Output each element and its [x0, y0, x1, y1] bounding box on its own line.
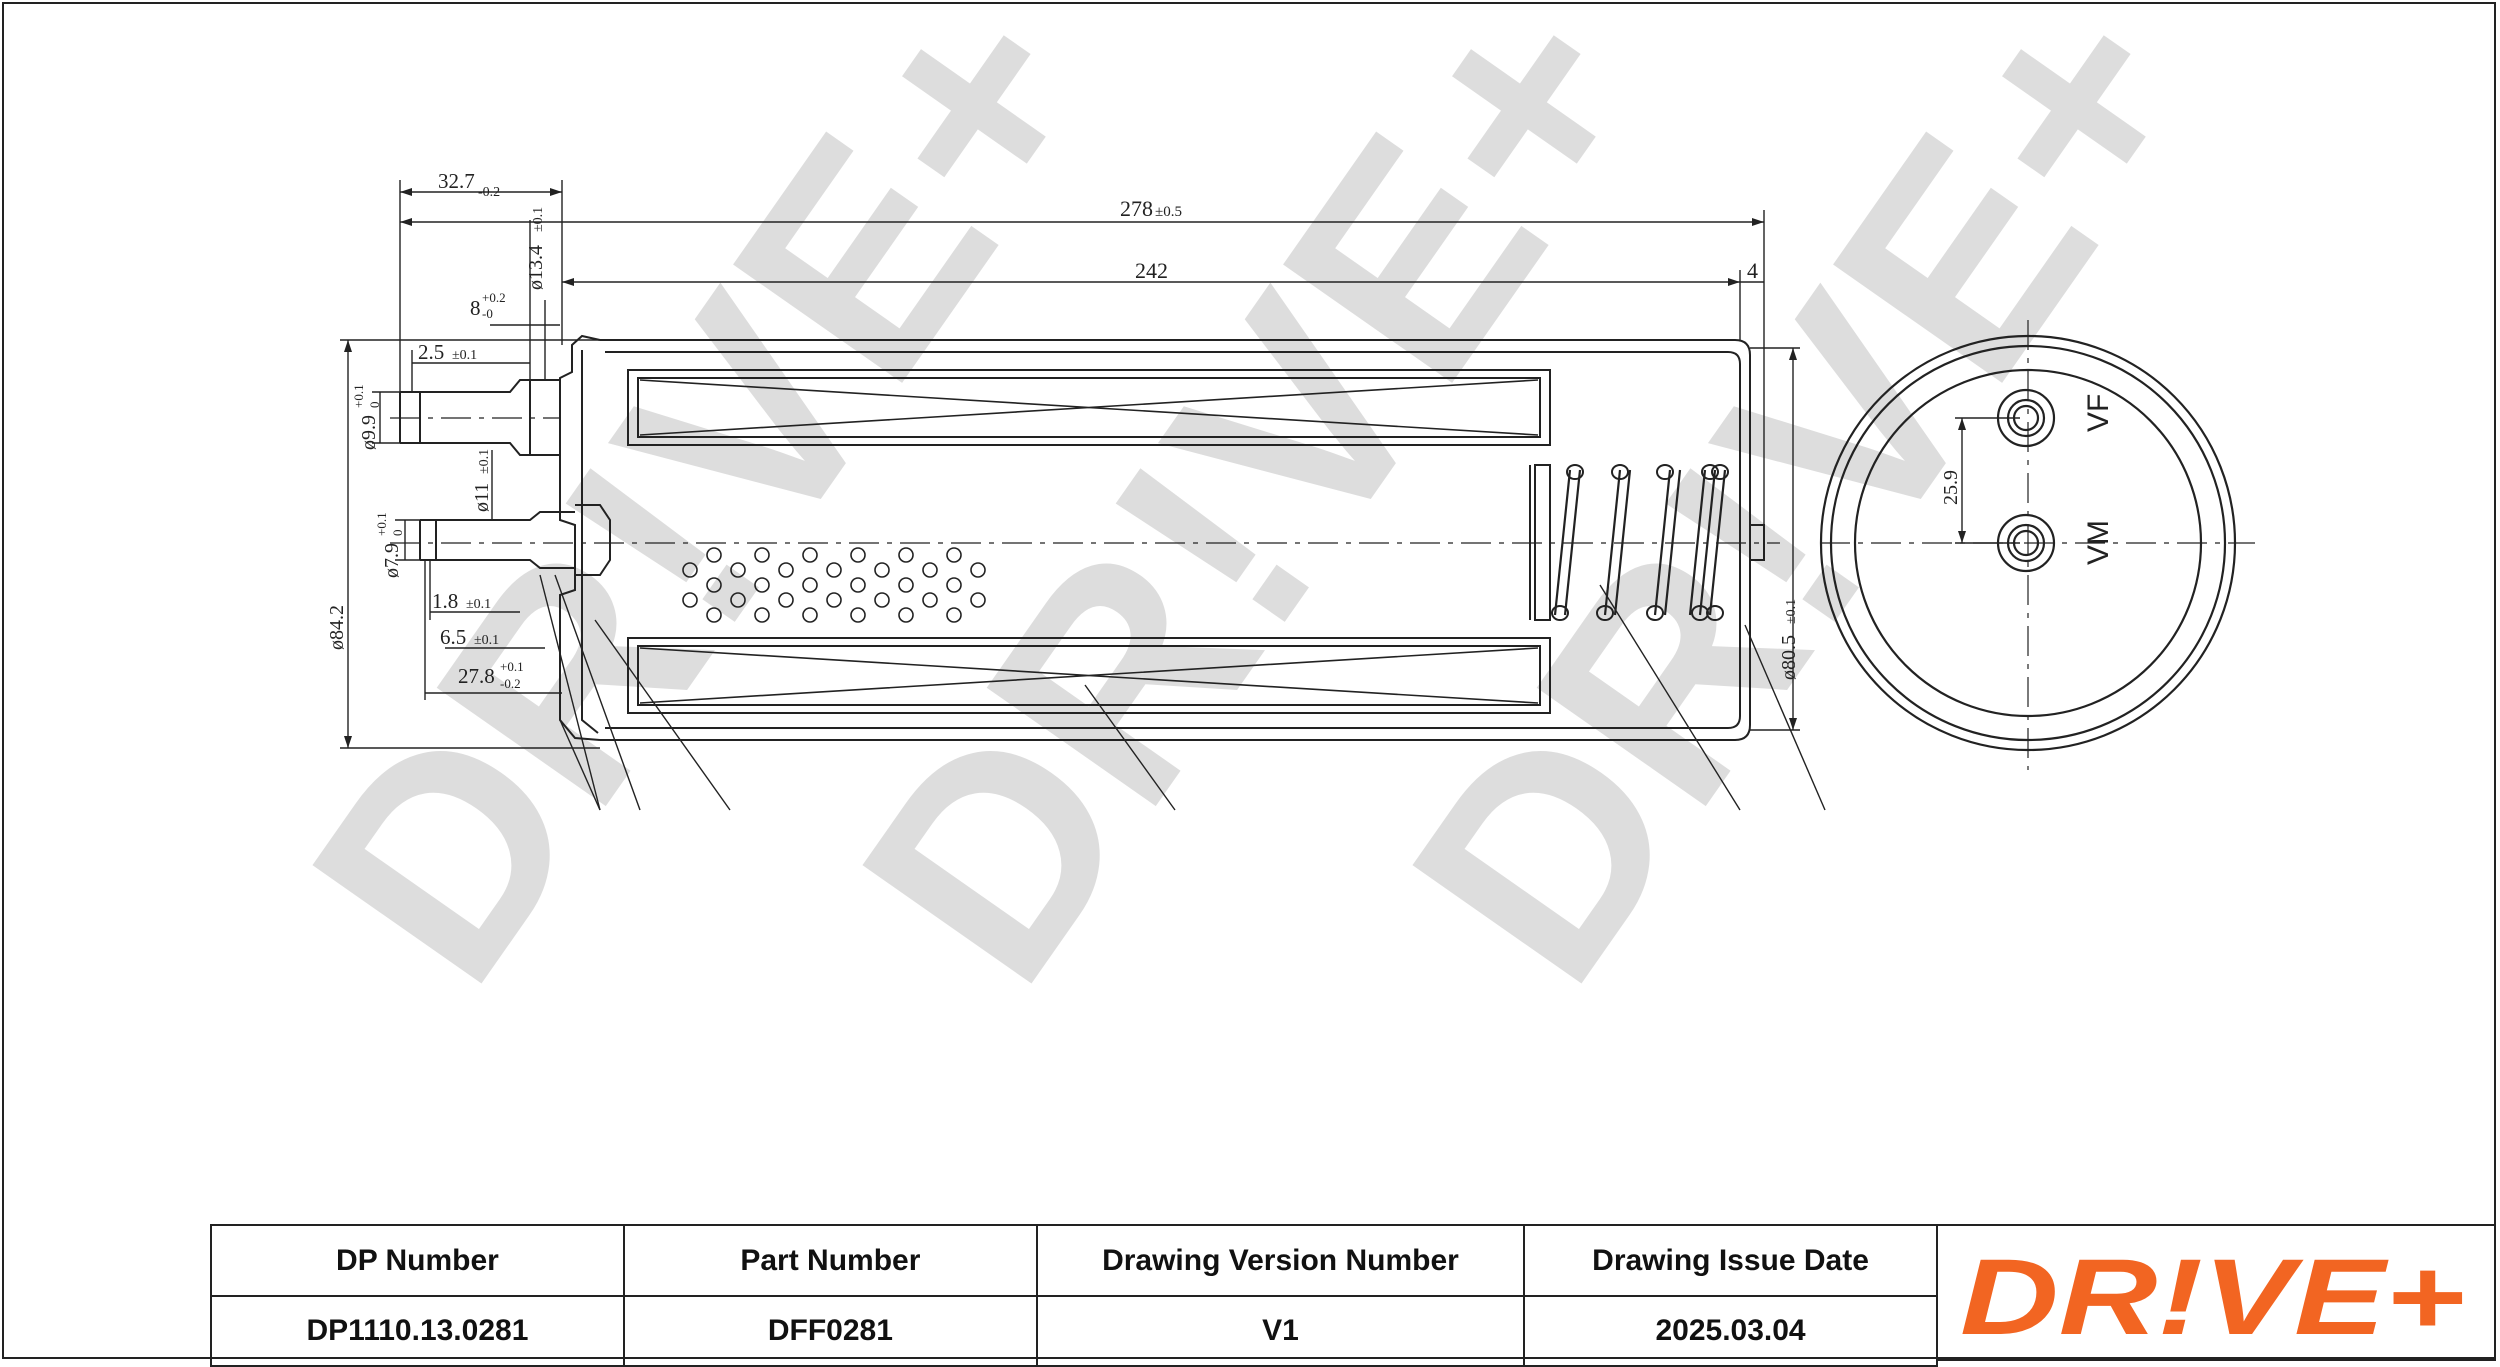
port-vf-circle: [1996, 388, 2056, 448]
dim-1-8: 1.8: [432, 589, 458, 613]
title-block-table: DP Number Part Number Drawing Version Nu…: [210, 1224, 1938, 1367]
left-cap: [559, 334, 601, 741]
dim-d13-4-tol: ±0.1: [531, 207, 546, 232]
dim-278-tol: ±0.5: [1155, 204, 1182, 220]
dim-d11: ø11: [471, 483, 493, 512]
value-dp-number: DP1110.13.0281: [210, 1295, 625, 1367]
header-dp-number: DP Number: [210, 1224, 625, 1297]
port-vm-circle: [1996, 513, 2056, 573]
dim-8-tol-upper: +0.2: [482, 290, 506, 305]
dim-6-5-tol: ±0.1: [474, 633, 499, 648]
drive-logo: DR!VE+: [1960, 1236, 2465, 1357]
dim-2-5: 2.5: [418, 340, 444, 364]
label-vm: VM: [2082, 520, 2115, 565]
value-issue-date: 2025.03.04: [1523, 1295, 1938, 1367]
end-view: [1819, 334, 2237, 752]
dim-8: 8: [470, 296, 481, 320]
dim-1-8-tol: ±0.1: [466, 597, 491, 612]
header-issue-date: Drawing Issue Date: [1523, 1224, 1938, 1297]
dim-32-7-tol: -0.2: [478, 185, 500, 200]
dim-d7-9-tol-upper: +0.1: [374, 512, 389, 536]
core-perforations: [682, 547, 986, 623]
dim-d7-9: ø7.9: [381, 543, 403, 578]
dim-4: 4: [1747, 258, 1758, 283]
dim-d11-tol: ±0.1: [477, 449, 492, 474]
dim-27-8-tol-lower: -0.2: [500, 676, 521, 691]
dim-2-5-tol: ±0.1: [452, 348, 477, 363]
dim-d9-9: ø9.9: [358, 415, 380, 450]
value-part-number: DFF0281: [622, 1295, 1038, 1367]
logo-cell: DR!VE+: [1938, 1224, 2496, 1361]
logo-text: DR!VE+: [1960, 1236, 2465, 1357]
dim-d80-5-tol: ±0.1: [1784, 599, 1799, 624]
dim-d9-9-tol-lower: 0: [367, 402, 382, 409]
left-cap-inner: [581, 350, 599, 734]
label-vf: VF: [2082, 394, 2115, 432]
dim-d84-2: ø84.2: [326, 605, 348, 650]
dim-8-tol-lower: -0: [482, 306, 493, 321]
dim-27-8-tol-upper: +0.1: [500, 659, 524, 674]
dim-d9-9-tol-upper: +0.1: [351, 384, 366, 408]
dim-6-5: 6.5: [440, 625, 466, 649]
dim-d80-5: ø80.5: [1778, 635, 1800, 680]
housing-inner-outline: [605, 351, 1741, 729]
dim-d13-4: ø13.4: [525, 245, 547, 290]
dim-32-7: 32.7: [438, 169, 475, 193]
outlet-nipple-bottom: [419, 511, 575, 569]
dim-278: 278: [1120, 196, 1153, 221]
header-part-number: Part Number: [622, 1224, 1038, 1297]
dim-25-9: 25.9: [1940, 470, 1962, 505]
dim-242: 242: [1135, 258, 1168, 283]
header-drawing-version: Drawing Version Number: [1035, 1224, 1526, 1297]
value-drawing-version: V1: [1035, 1295, 1526, 1367]
dim-27-8: 27.8: [458, 664, 495, 688]
dim-d7-9-tol-lower: 0: [390, 530, 405, 537]
